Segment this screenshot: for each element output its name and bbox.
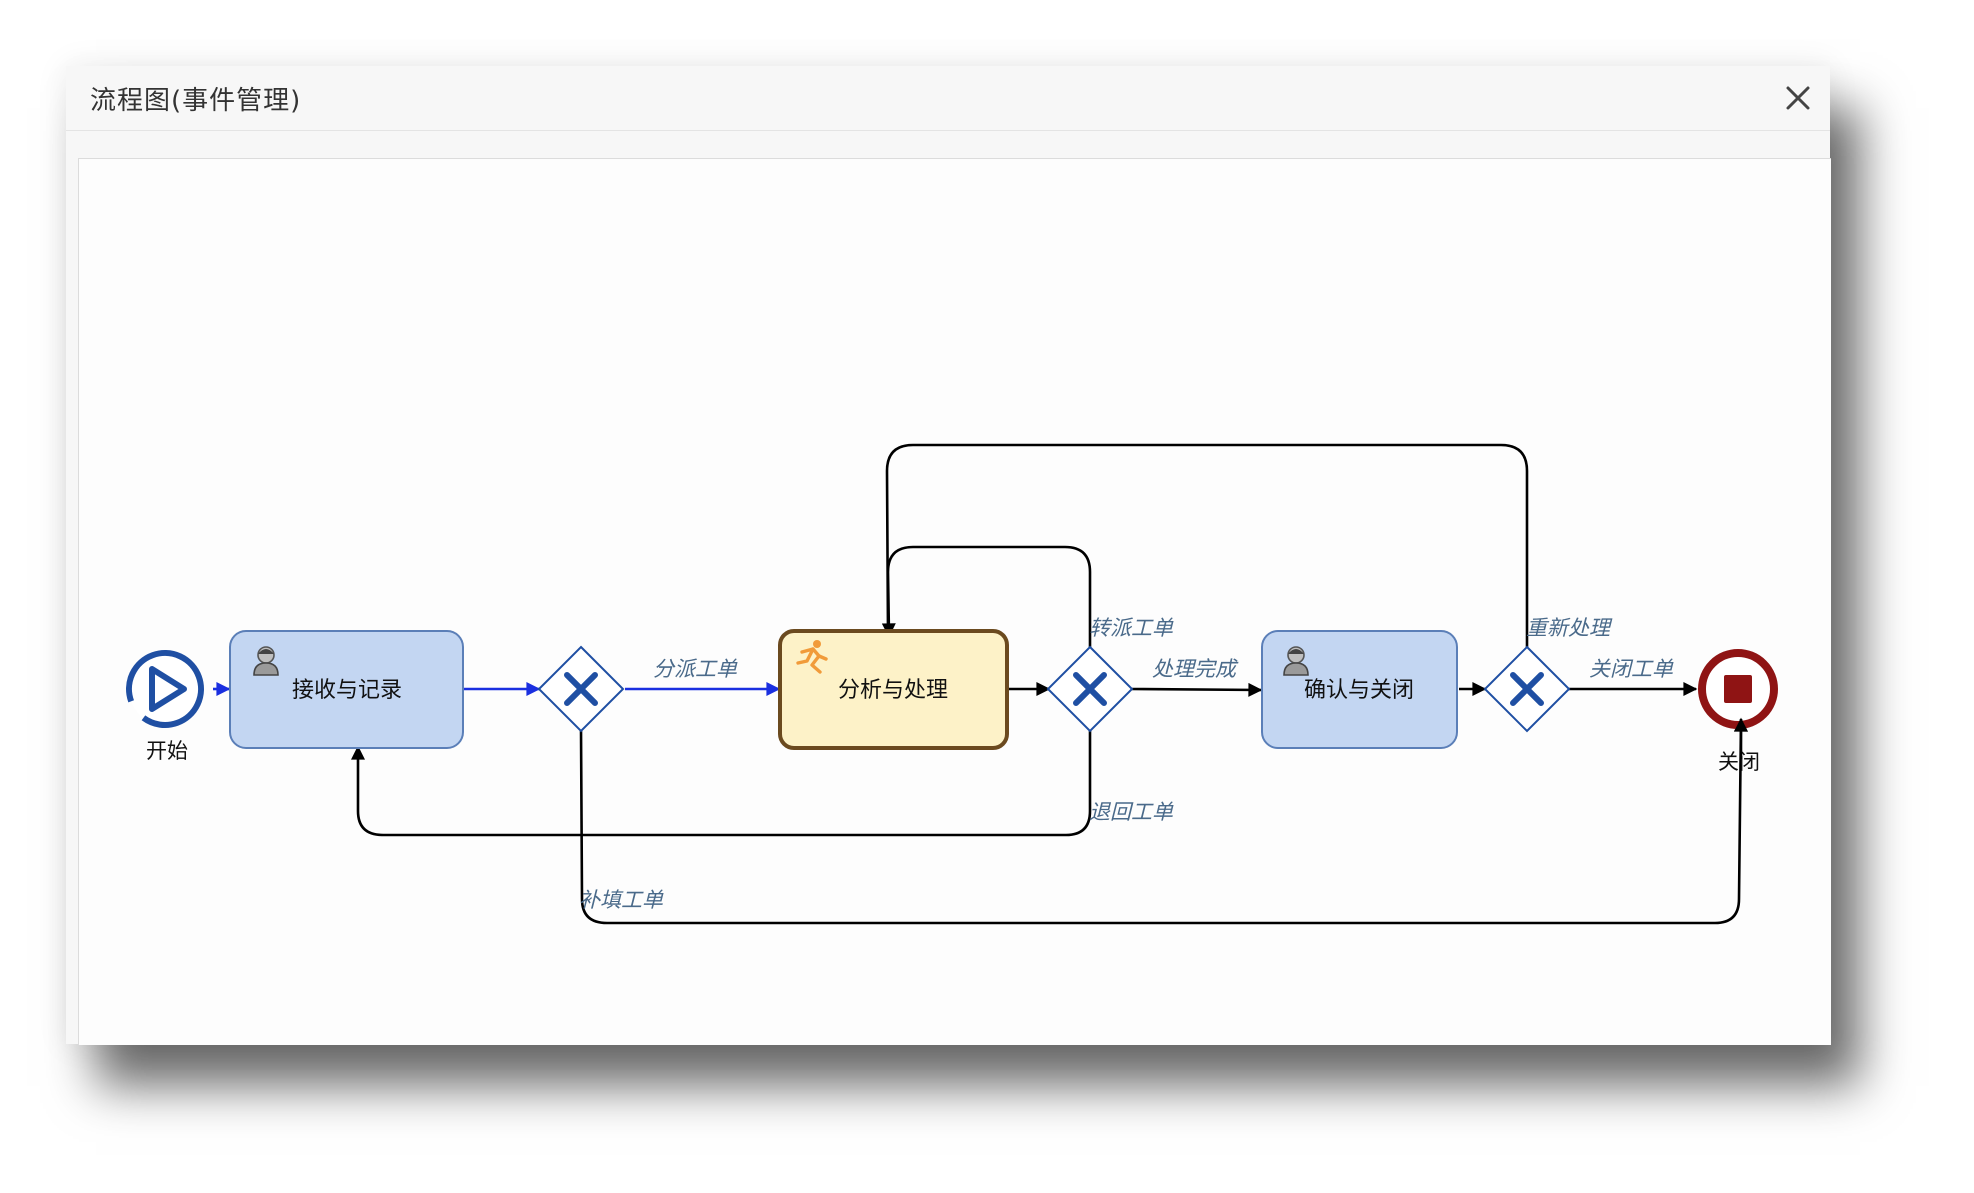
user-icon [1283, 646, 1309, 676]
flow-label-return: 退回工单 [1089, 800, 1174, 824]
task-analyze-process[interactable]: 分析与处理 [778, 629, 1009, 750]
task-analyze-label: 分析与处理 [838, 678, 948, 703]
stop-icon [1724, 675, 1752, 703]
flow-label-transfer: 转派工单 [1089, 616, 1174, 640]
gateway-3[interactable] [1483, 645, 1571, 733]
task-receive-record[interactable]: 接收与记录 [229, 630, 464, 749]
gateway-1[interactable] [537, 645, 625, 733]
flow-label-close: 关闭工单 [1589, 657, 1674, 681]
flow-label-reprocess: 重新处理 [1526, 616, 1613, 640]
user-icon [253, 646, 279, 676]
gateway-2[interactable] [1046, 645, 1134, 733]
flow-done [1130, 682, 1263, 697]
close-button[interactable] [1774, 74, 1822, 122]
flow-label-supplement: 补填工单 [579, 888, 664, 912]
flow-return [351, 729, 1092, 837]
running-person-icon [796, 640, 828, 674]
flow-label-dispatch: 分派工单 [653, 657, 738, 681]
task-confirm-close[interactable]: 确认与关闭 [1261, 630, 1458, 749]
exclusive-gateway-icon [564, 672, 598, 706]
task-receive-label: 接收与记录 [292, 678, 402, 703]
flow-label-done: 处理完成 [1152, 657, 1239, 681]
start-event[interactable]: 开始 [119, 643, 211, 763]
flow-reprocess [885, 443, 1529, 649]
end-event[interactable]: 关闭 [1698, 649, 1778, 774]
flow-supplement [579, 717, 1748, 925]
end-label: 关闭 [1718, 750, 1760, 774]
flow-transfer [881, 545, 1092, 649]
process-diagram: 开始 接收与记录 [119, 443, 1778, 925]
play-icon [149, 666, 187, 712]
exclusive-gateway-icon [1073, 672, 1107, 706]
flowchart-modal: 流程图(事件管理) [66, 66, 1831, 1045]
diagram-canvas: 开始 接收与记录 [78, 158, 1831, 1045]
task-confirm-label: 确认与关闭 [1304, 678, 1414, 703]
exclusive-gateway-icon [1510, 672, 1544, 706]
close-icon [1786, 86, 1810, 110]
modal-title: 流程图(事件管理) [90, 86, 302, 116]
start-label: 开始 [146, 739, 188, 763]
modal-header: 流程图(事件管理) [66, 66, 1830, 131]
